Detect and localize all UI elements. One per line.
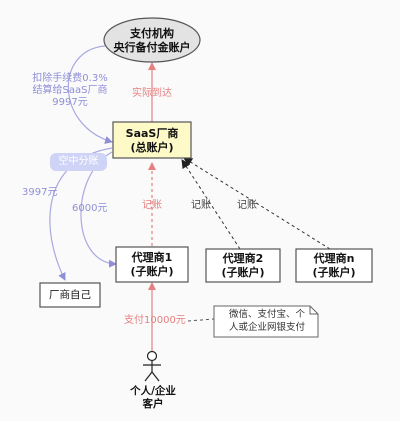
- payment-methods-note: 微信、支付宝、个 人或企业网银支付: [217, 309, 317, 334]
- split-label: 空中分账: [50, 153, 107, 171]
- note-line1: 微信、支付宝、个: [228, 309, 305, 320]
- vendor-label: 厂商自己: [49, 289, 91, 301]
- customer-label: 个人/企业 客户: [120, 385, 186, 411]
- edge-agentn-to-saas: [183, 157, 331, 250]
- fee-label-line1: 扣除手续费0.3%: [32, 73, 108, 84]
- bookkeeping-center-label: 记账: [142, 200, 162, 211]
- customer-label-line1: 个人/企业: [130, 385, 176, 397]
- customer-label-line2: 客户: [142, 398, 164, 410]
- fee-label: 扣除手续费0.3% 结算给SaaS厂商 9997元: [28, 73, 112, 109]
- note-line2: 人或企业网银支付: [228, 321, 305, 333]
- saas-label-line2: (总账户): [130, 141, 174, 154]
- saas-node: [112, 121, 192, 159]
- agentn-label: 代理商n (子账户): [296, 252, 372, 280]
- saas-label: SaaS厂商 (总账户): [113, 127, 191, 155]
- note-box: [213, 305, 319, 338]
- fee-label-line2: 结算给SaaS厂商: [32, 85, 108, 96]
- agent1-label-line1: 代理商1: [131, 251, 173, 264]
- actual-arrival-label: 实际到达: [132, 88, 172, 99]
- institution-label-line1: 支付机构: [130, 27, 174, 40]
- saas-label-line1: SaaS厂商: [125, 127, 179, 140]
- institution-label-line2: 央行备付金账户: [113, 41, 191, 54]
- note-fold: [309, 306, 318, 315]
- agentn-node: [295, 248, 373, 283]
- agent1-node: [115, 246, 189, 283]
- agent2-label-line1: 代理商2: [222, 252, 264, 265]
- bookkeeping-agentn-label: 记账: [237, 200, 257, 211]
- agent2-node: [205, 248, 281, 283]
- agentn-label-line1: 代理商n: [313, 252, 355, 265]
- edge-institution-to-saas: [67, 45, 113, 144]
- note-connector: [187, 318, 215, 322]
- agent2-label-line2: (子账户): [221, 266, 265, 279]
- agent2-label: 代理商2 (子账户): [206, 252, 280, 280]
- agentn-label-line2: (子账户): [312, 266, 356, 279]
- institution-label: 支付机构 央行备付金账户: [104, 27, 200, 55]
- customer-figure-icon: [143, 350, 161, 382]
- institution-node: [103, 17, 201, 63]
- agent1-label-line2: (子账户): [130, 265, 174, 278]
- bookkeeping-agent2-label: 记账: [191, 200, 211, 211]
- payment-label: 支付10000元: [124, 315, 186, 326]
- vendor-node: [39, 282, 101, 308]
- agent1-label: 代理商1 (子账户): [116, 251, 188, 279]
- fee-label-amount: 9997元: [52, 97, 88, 108]
- amount-vendor-label: 3997元: [22, 187, 58, 198]
- amount-agent-label: 6000元: [72, 203, 108, 214]
